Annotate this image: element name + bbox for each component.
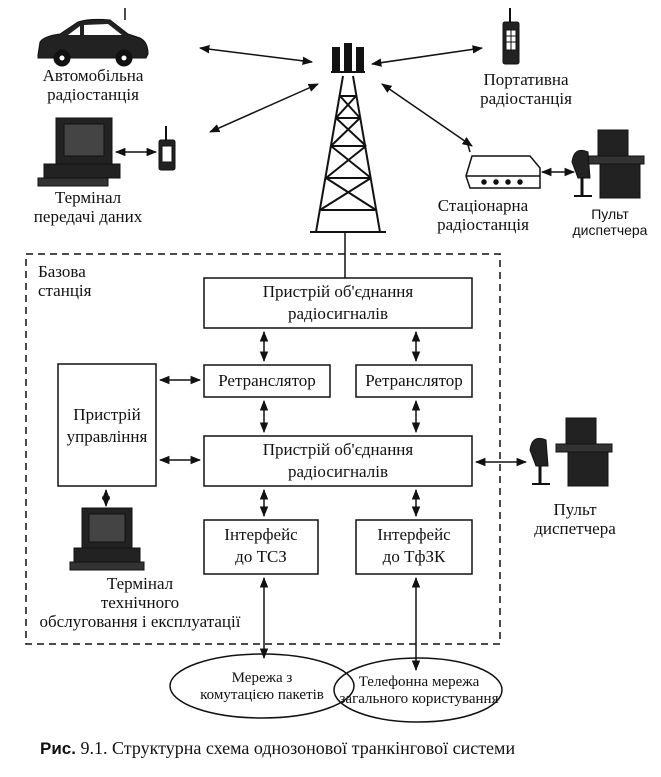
handheld-radio-icon bbox=[158, 126, 176, 171]
maintenance-terminal-icon bbox=[69, 507, 145, 571]
maintenance-terminal-label-line3: обслуговання і експлуатації bbox=[39, 612, 241, 631]
phone-network-label-line1: Телефонна мережа bbox=[358, 674, 480, 690]
combiner-top-box bbox=[203, 277, 473, 329]
car-label-line2: радіостанція bbox=[47, 85, 139, 104]
portable-radio-icon bbox=[502, 8, 520, 65]
base-station-label-line2: станція bbox=[38, 281, 92, 300]
packet-network-label-line2: комутацією пакетів bbox=[200, 687, 324, 703]
dispatcher-top-label: Пульт диспетчера bbox=[560, 206, 660, 238]
control-unit-box bbox=[57, 363, 157, 487]
phone-network-label: Телефонна мережа загального користування bbox=[336, 674, 502, 708]
caption-prefix: Рис. bbox=[40, 739, 76, 758]
caption-number: 9.1. bbox=[80, 738, 108, 758]
block-boxes bbox=[57, 277, 473, 575]
repeater-right-text: Ретранслятор bbox=[365, 371, 463, 390]
stationary-label-line1: Стаціонарна bbox=[437, 196, 529, 215]
packet-network-label-line1: Мережа з bbox=[231, 670, 293, 686]
iface-right-text-line2: до ТфЗК bbox=[382, 547, 446, 566]
packet-network-label: Мережа з комутацією пакетів bbox=[172, 670, 352, 704]
repeater-left-box bbox=[203, 364, 331, 398]
car-icon bbox=[37, 8, 149, 67]
combiner-bottom-text-line2: радіосигналів bbox=[288, 462, 388, 481]
stationary-radio-icon bbox=[465, 137, 541, 189]
portable-label-line1: Портативна bbox=[483, 70, 569, 89]
repeater-left-text: Ретранслятор bbox=[218, 371, 316, 390]
combiner-bottom-box bbox=[203, 435, 473, 487]
radio-link-arrows bbox=[114, 45, 576, 177]
maintenance-terminal-label-line2: технічного bbox=[100, 593, 180, 612]
iface-right-text: Інтерфейс до ТфЗК bbox=[356, 524, 472, 568]
phone-network-label-line2: загального користування bbox=[339, 691, 499, 707]
antenna-tower-icon bbox=[310, 43, 386, 278]
data-terminal-label: Термінал передачі даних bbox=[18, 188, 158, 226]
combiner-bottom-text: Пристрій об'єднання радіосигналів bbox=[204, 439, 472, 483]
dispatcher-right-label: Пульт диспетчера bbox=[520, 500, 630, 538]
repeater-right-box bbox=[355, 364, 473, 398]
dispatcher-top-label-line1: Пульт bbox=[591, 206, 629, 222]
dispatcher-top-label-line2: диспетчера bbox=[572, 222, 648, 238]
combiner-bottom-text-line1: Пристрій об'єднання bbox=[262, 440, 414, 459]
internal-link-arrows bbox=[101, 330, 528, 672]
maintenance-terminal-label-line1: Термінал bbox=[106, 574, 174, 593]
control-unit-text-line1: Пристрій bbox=[73, 405, 141, 424]
combiner-top-text-line2: радіосигналів bbox=[288, 304, 388, 323]
portable-label: Портативна радіостанція bbox=[466, 70, 586, 108]
stationary-label: Стаціонарна радіостанція bbox=[418, 196, 548, 234]
iface-left-text-line2: до ТСЗ bbox=[235, 547, 287, 566]
packet-network-ellipse bbox=[169, 653, 355, 719]
data-terminal-computer-icon bbox=[37, 117, 121, 187]
dispatcher-console-icon bbox=[571, 129, 645, 199]
stationary-label-line2: радіостанція bbox=[437, 215, 529, 234]
phone-network-ellipse bbox=[333, 657, 503, 723]
base-station-label-line1: Базова bbox=[38, 262, 86, 281]
dispatcher-console-right-icon bbox=[529, 417, 613, 487]
car-label: Автомобільна радіостанція bbox=[28, 66, 158, 104]
dispatcher-right-label-line1: Пульт bbox=[553, 500, 597, 519]
data-terminal-label-line2: передачі даних bbox=[33, 207, 143, 226]
iface-right-box bbox=[355, 519, 473, 575]
iface-left-text: Інтерфейс до ТСЗ bbox=[204, 524, 318, 568]
base-station-label: Базова станція bbox=[38, 262, 91, 300]
car-label-line1: Автомобільна bbox=[42, 66, 144, 85]
control-unit-text-line2: управління bbox=[66, 427, 148, 446]
dispatcher-right-label-line2: диспетчера bbox=[534, 519, 616, 538]
combiner-top-text-line1: Пристрій об'єднання bbox=[262, 282, 414, 301]
iface-left-text-line1: Інтерфейс bbox=[224, 525, 298, 544]
portable-label-line2: радіостанція bbox=[480, 89, 572, 108]
figure-caption: Рис. 9.1. Структурна схема однозонової т… bbox=[40, 738, 515, 759]
caption-text: Структурна схема однозонової транкінгово… bbox=[111, 738, 516, 758]
control-unit-text: Пристрій управління bbox=[58, 404, 156, 448]
maintenance-terminal-label: Термінал технічного обслуговання і експл… bbox=[30, 574, 250, 631]
data-terminal-label-line1: Термінал bbox=[54, 188, 122, 207]
iface-left-box bbox=[203, 519, 319, 575]
iface-right-text-line1: Інтерфейс bbox=[377, 525, 451, 544]
combiner-top-text: Пристрій об'єднання радіосигналів bbox=[204, 281, 472, 325]
